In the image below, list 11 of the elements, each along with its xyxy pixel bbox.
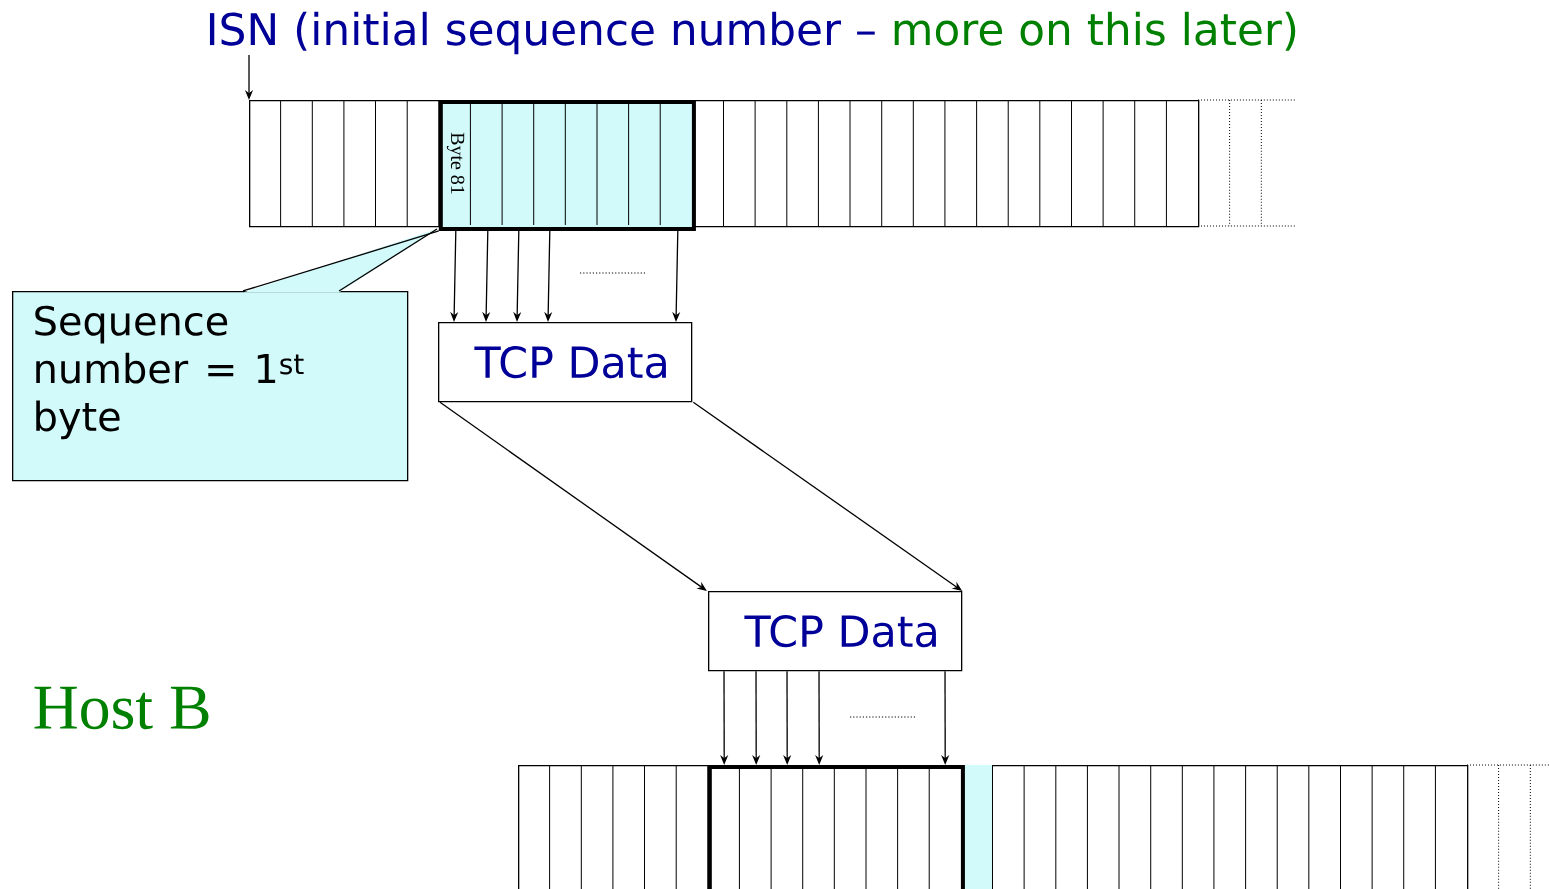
byte-buffer-drawing	[249, 99, 1296, 228]
arrow	[439, 401, 707, 591]
byte-label: Byte 81	[446, 132, 465, 194]
host-label: Host B	[34, 686, 209, 730]
data-box: TCP Data	[708, 591, 963, 672]
leader-line	[242, 230, 440, 292]
heading: ISN (initial sequence number – more on this later)	[209, 11, 1296, 55]
callout-box: Sequence number = 1$^{st}$ byte	[12, 228, 438, 482]
segment-box	[707, 765, 965, 889]
data-box: TCP Data	[438, 322, 693, 403]
byte-buffer-drawing	[518, 764, 1549, 889]
